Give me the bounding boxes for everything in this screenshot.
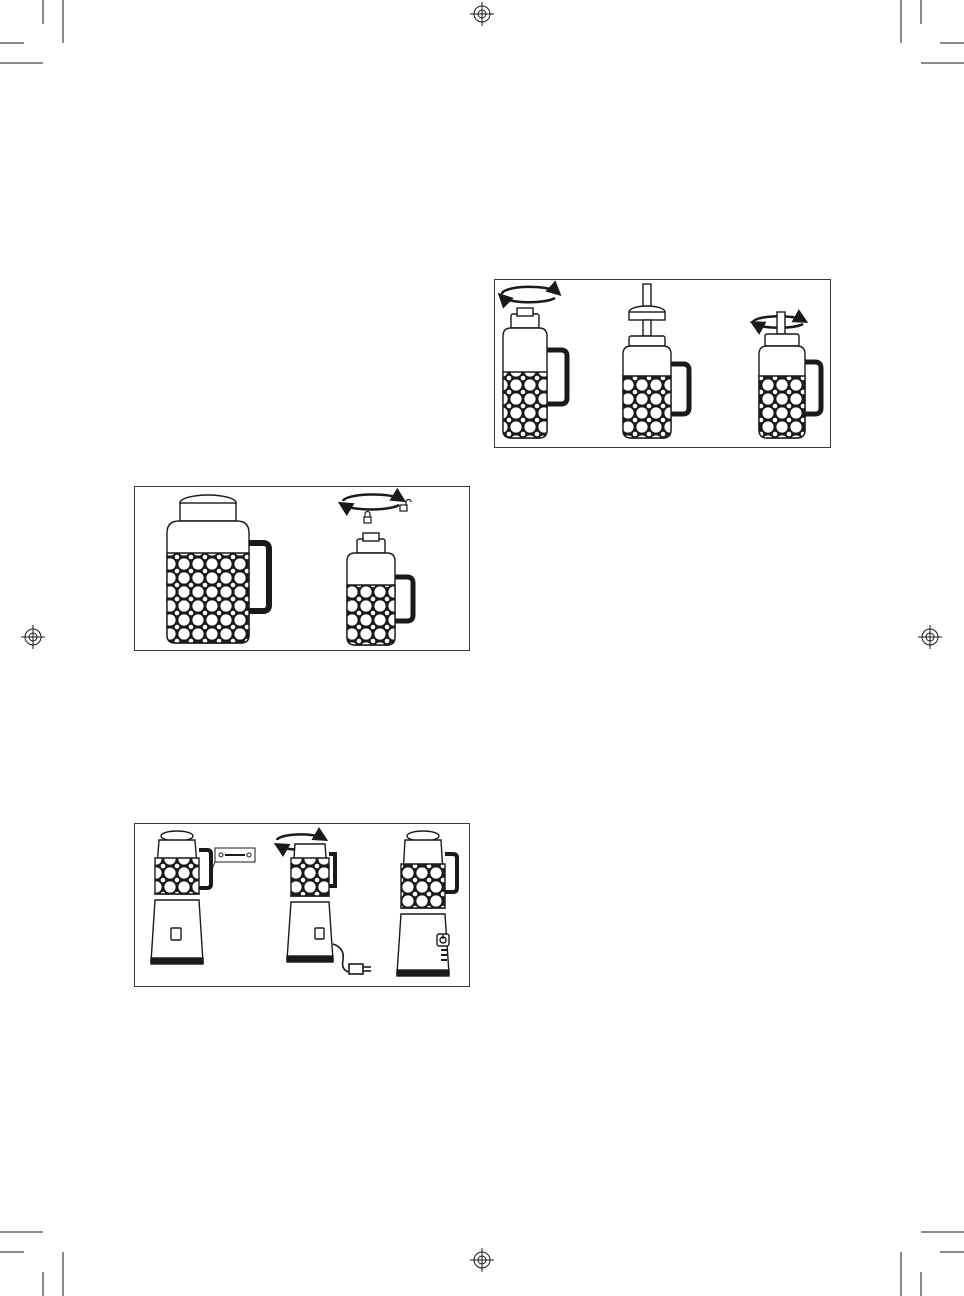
registration-target-icon (918, 625, 942, 649)
registration-target-icon (470, 2, 494, 26)
lock-open-icon (400, 500, 411, 512)
registration-target-icon (470, 1248, 494, 1272)
figure-assembly-lid-straw (494, 279, 831, 448)
rotation-arrows-icon (343, 494, 401, 509)
registration-target-icon (21, 625, 45, 649)
blender-on-base-icon (151, 831, 211, 964)
figure-fill-and-attach-blade (134, 486, 470, 651)
straw-lid-icon (629, 284, 665, 336)
power-plug-icon (333, 944, 371, 974)
bottle-icon (623, 336, 689, 438)
figure-mount-on-motor-base (134, 823, 470, 987)
blender-on-base-icon (287, 844, 335, 962)
callout-detail-icon (211, 848, 255, 872)
bottle-with-blade-icon (347, 533, 413, 645)
bottle-large-icon (167, 495, 269, 643)
lock-closed-icon (364, 512, 371, 524)
rotation-arrows-icon (502, 287, 557, 302)
bottle-with-blade-icon (503, 308, 567, 438)
bottle-with-straw-lid-icon (759, 312, 821, 438)
blender-on-base-icon (397, 831, 457, 976)
